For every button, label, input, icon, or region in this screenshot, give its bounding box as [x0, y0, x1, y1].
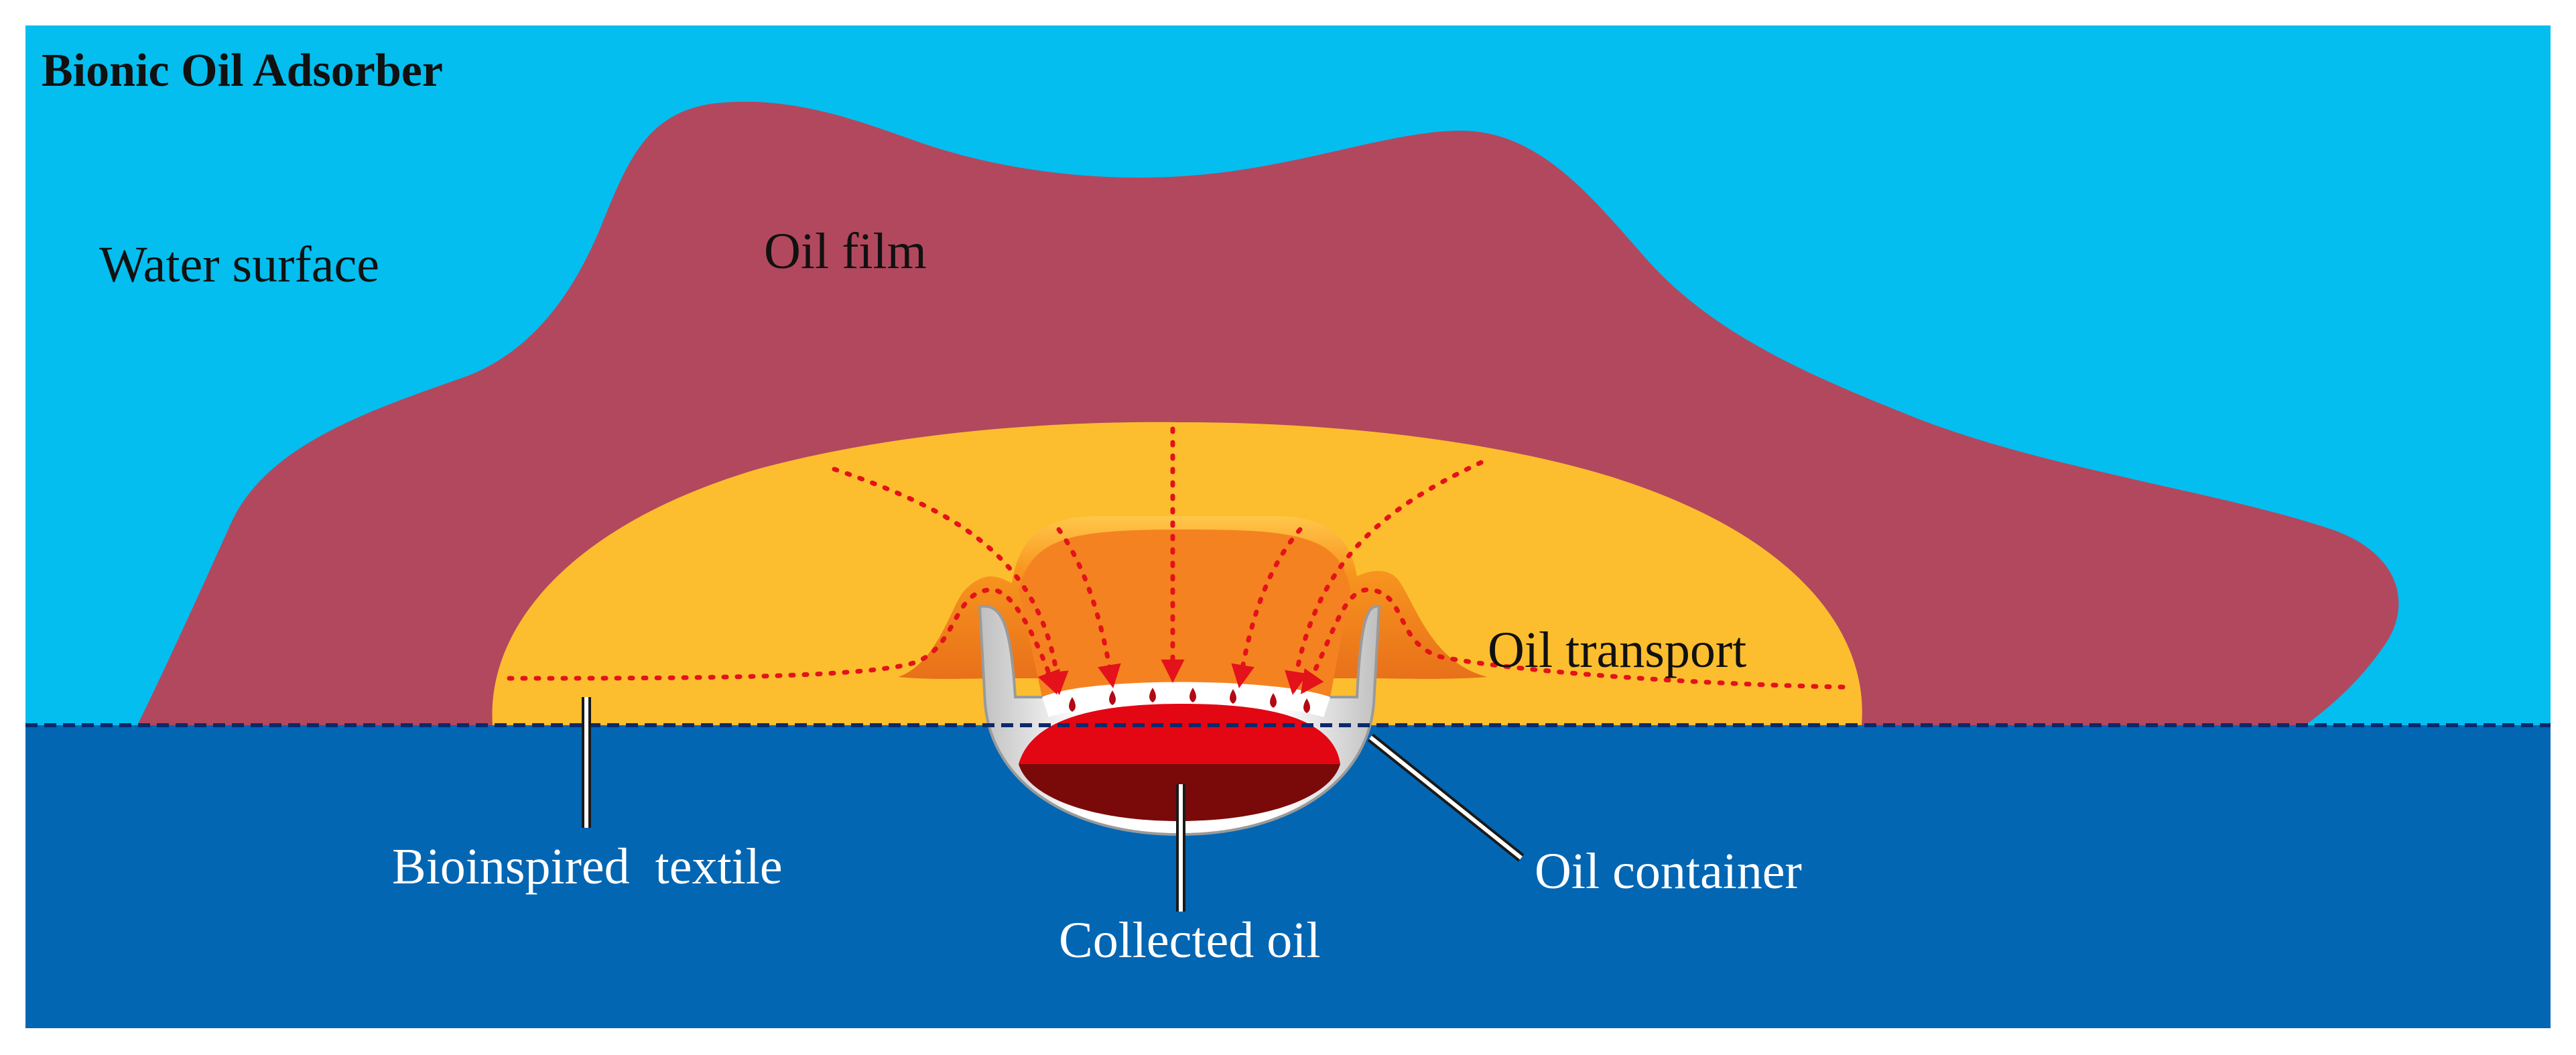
funnel-inner: [1019, 530, 1350, 697]
oil-container-label: Oil container: [1535, 843, 1802, 899]
oil-film-label: Oil film: [764, 223, 927, 280]
oil-transport-label: Oil transport: [1488, 622, 1746, 678]
oil-droplets: [1069, 688, 1310, 713]
bioinspired-textile-label: Bioinspired textile: [392, 839, 783, 895]
collected-oil-top: [1019, 704, 1340, 764]
water-surface-label: Water surface: [99, 237, 379, 293]
collected-oil-label: Collected oil: [1059, 912, 1320, 969]
oil-transport-arrows: [507, 426, 1846, 695]
diagram-title: Bionic Oil Adsorber: [42, 45, 443, 97]
drip-band: [1042, 682, 1330, 717]
